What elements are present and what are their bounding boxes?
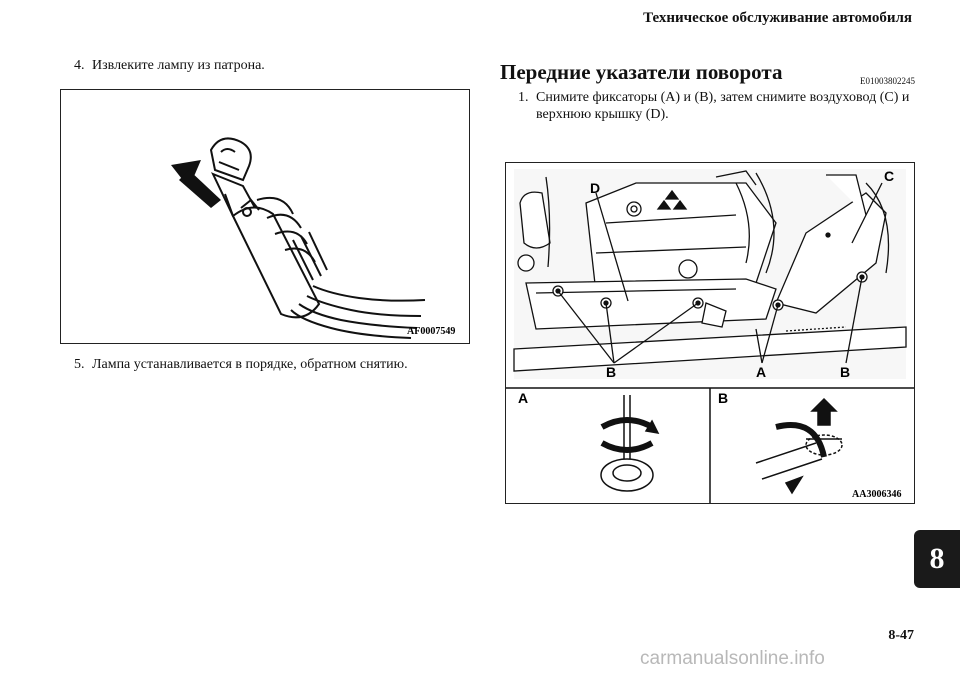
chapter-side-tab: 8 bbox=[914, 530, 960, 588]
step-1: 1. Снимите фиксаторы (A) и (B), затем сни… bbox=[518, 89, 918, 123]
step-1-text-line2: верхнюю крышку (D). bbox=[536, 107, 669, 122]
section-code: E01003802245 bbox=[860, 76, 915, 86]
step-4: 4. Извлеките лампу из патрона. bbox=[74, 57, 265, 74]
watermark: carmanualsonline.info bbox=[640, 648, 825, 669]
step-5-text: Лампа устанавливается в порядке, обратно… bbox=[92, 357, 408, 372]
label-a: A bbox=[756, 364, 766, 380]
figure-engine-bay: D C B A B A B AA3006346 bbox=[505, 162, 915, 504]
step-5-number: 5. bbox=[74, 357, 85, 372]
bulb-socket-illustration: AF0007549 bbox=[171, 137, 455, 339]
detail-label-b: B bbox=[718, 390, 728, 406]
figure-1-code: AF0007549 bbox=[407, 326, 455, 337]
label-b-right: B bbox=[840, 364, 850, 380]
removal-arrow-icon bbox=[171, 160, 221, 208]
figure-bulb-removal: AF0007549 bbox=[60, 89, 470, 344]
detail-b-clip-icon bbox=[755, 397, 843, 495]
figure-2-code: AA3006346 bbox=[852, 489, 901, 500]
chapter-number: 8 bbox=[929, 542, 945, 575]
detail-a-clip-icon bbox=[600, 395, 660, 492]
page-number: 8-47 bbox=[888, 628, 914, 643]
step-4-number: 4. bbox=[74, 58, 85, 73]
label-b-left: B bbox=[606, 364, 616, 380]
label-d: D bbox=[590, 180, 600, 196]
step-1-number: 1. bbox=[518, 90, 529, 105]
label-c: C bbox=[884, 168, 894, 184]
engine-bay-illustration: D C B A B A B AA3006346 bbox=[506, 168, 914, 503]
step-5: 5. Лампа устанавливается в порядке, обрат… bbox=[74, 356, 408, 373]
section-title: Передние указатели поворота bbox=[500, 60, 783, 84]
page-header-title: Техническое обслуживание автомобиля bbox=[643, 10, 912, 26]
step-4-text: Извлеките лампу из патрона. bbox=[92, 58, 265, 73]
detail-label-a: A bbox=[518, 390, 528, 406]
step-1-text-line1: Снимите фиксаторы (A) и (B), затем сними… bbox=[536, 90, 910, 105]
